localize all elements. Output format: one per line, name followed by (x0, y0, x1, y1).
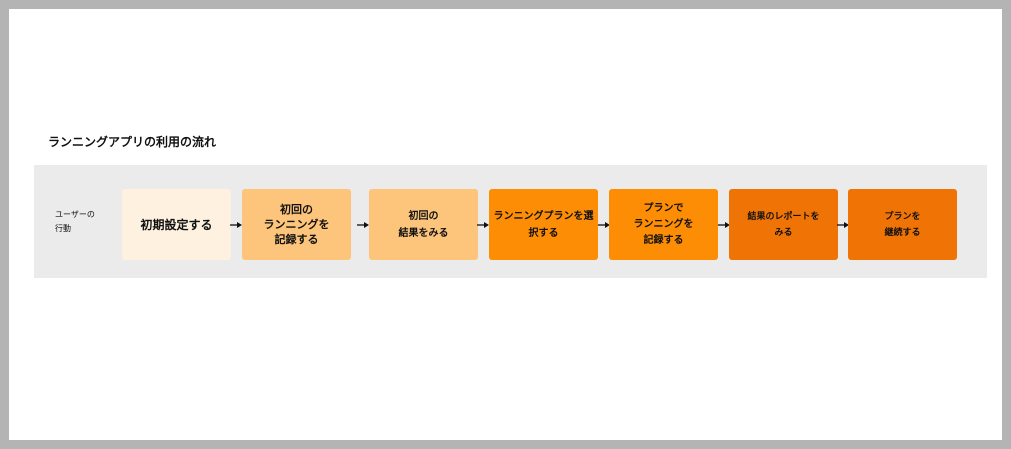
step-select-plan: ランニングプランを選 択する (489, 189, 598, 260)
step-label-line: ランニングを (263, 218, 330, 231)
step-first-result: 初回の 結果をみる (369, 189, 478, 260)
step-label-line: 初回の (408, 210, 439, 222)
step-initial-setup: 初期設定する (122, 189, 231, 260)
actor-label: ユーザーの 行動 (55, 208, 95, 236)
step-view-report: 結果のレポートを みる (729, 189, 838, 260)
actor-label-line: 行動 (55, 224, 71, 233)
arrow-right-icon (598, 222, 610, 228)
arrow-right-icon (837, 222, 849, 228)
diagram-title: ランニングアプリの利用の流れ (48, 135, 217, 149)
step-label-line: 記録する (643, 234, 684, 246)
step-label-line: ランニングを (633, 218, 694, 230)
step-label-line: 択する (528, 227, 559, 239)
step-continue-plan: プランを 継続する (848, 189, 957, 260)
step-label-line: 記録する (274, 233, 319, 246)
arrow-right-icon (357, 222, 369, 228)
step-label-line: ランニングプランを選 (493, 210, 594, 222)
arrow-right-icon (718, 222, 730, 228)
step-label-line: プランを (884, 211, 921, 222)
step-label-line: 結果をみる (398, 227, 449, 239)
step-label-line: 初期設定する (140, 218, 213, 232)
step-label-line: みる (774, 227, 793, 238)
arrow-right-icon (230, 222, 242, 228)
step-first-run-record: 初回の ランニングを 記録する (242, 189, 351, 260)
step-label-line: 結果のレポートを (747, 211, 820, 222)
arrow-right-icon (477, 222, 489, 228)
step-label-line: 継続する (884, 227, 921, 238)
actor-label-line: ユーザーの (55, 210, 95, 219)
step-plan-run-record: プランで ランニングを 記録する (609, 189, 718, 260)
step-label-line: プランで (643, 202, 684, 214)
step-label-line: 初回の (280, 203, 313, 216)
